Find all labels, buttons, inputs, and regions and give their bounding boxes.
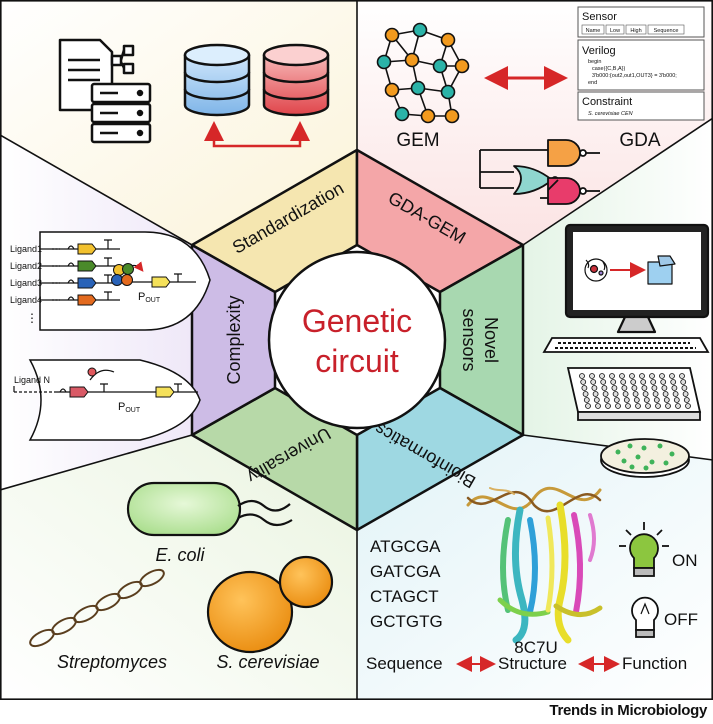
constraint-card-title: Constraint: [582, 96, 632, 108]
journal-name: Trends in Microbiology: [549, 702, 707, 719]
constraint-card: Constraint S. cerevisiae CEN: [577, 91, 705, 121]
ecoli-label: E. coli: [155, 545, 205, 565]
protein-structure-image: [466, 486, 603, 644]
flow-function-label: Function: [622, 654, 687, 673]
sequence-line: CTAGCT: [370, 587, 439, 606]
on-label: ON: [672, 551, 698, 570]
ligand-ellipsis: ⋮: [26, 311, 38, 325]
sensor-card: Sensor Name Low High Sequence: [577, 6, 705, 38]
sequence-line: GCTGTG: [370, 612, 443, 631]
pdb-id-label: 8C7U: [514, 638, 557, 657]
streptomyces-icon: [29, 568, 165, 648]
center-title-line1: Genetic: [302, 303, 412, 339]
logic-gates-icon: [479, 139, 600, 205]
ligand-4-label: Ligand4: [10, 295, 42, 305]
verilog-line: begin: [588, 59, 601, 65]
center-title-line2: circuit: [315, 343, 399, 379]
sequence-line: GATCGA: [370, 562, 441, 581]
sensor-field-high: High: [630, 28, 641, 34]
verilog-line: case({C,B,A}): [592, 66, 625, 72]
verilog-card-title: Verilog: [582, 45, 616, 57]
database-red-icon: [262, 43, 330, 117]
label-sensors: sensors: [459, 308, 479, 371]
flow-structure-label: Structure: [498, 654, 567, 673]
microplate-icon: [566, 367, 702, 421]
keyboard-icon: [542, 337, 710, 353]
lightbulb-off-icon: [631, 596, 659, 638]
streptomyces-label: Streptomyces: [57, 652, 167, 672]
center-node: Genetic circuit: [267, 250, 447, 430]
sequence-line: ATGCGA: [370, 537, 441, 556]
verilog-line: 3'b000:{out2,out1,OUT3} = 3'b000;: [592, 73, 677, 79]
monitor-icon: [564, 223, 710, 334]
pout-label: POUT: [138, 291, 161, 304]
ecoli-icon: [126, 481, 293, 537]
label-complexity: Complexity: [224, 295, 244, 384]
constraint-line: S. cerevisiae CEN: [588, 111, 633, 117]
gem-network-icon: [376, 22, 470, 124]
single-input-gate-diagram: Ligand N POUT: [13, 359, 201, 441]
ligand-1-label: Ligand1: [10, 244, 42, 254]
sequence-block: ATGCGA GATCGA CTAGCT GCTGTG: [370, 537, 443, 631]
lightbulb-on-icon: [619, 522, 669, 577]
database-exchange-arrow: [204, 121, 310, 148]
hexagon-ring: [190, 148, 525, 532]
ligand-3-label: Ligand3: [10, 278, 42, 288]
database-blue-icon: [183, 43, 251, 117]
label-novel: Novel: [481, 317, 501, 363]
off-label: OFF: [664, 610, 698, 629]
sensor-field-name: Name: [586, 28, 601, 34]
multi-input-gate-diagram: Ligand1 Ligand2 Ligand3 Ligand4 ⋮: [10, 231, 211, 331]
sensor-field-sequence: Sequence: [654, 28, 679, 34]
ligand-n-label: Ligand N: [14, 375, 50, 385]
flow-row: Sequence Structure Function: [366, 654, 687, 673]
gda-label: GDA: [619, 130, 661, 151]
petri-dish-icon: [600, 438, 690, 478]
ligand-2-label: Ligand2: [10, 261, 42, 271]
yeast-icon: [206, 555, 334, 654]
pout-label-2: POUT: [118, 401, 141, 414]
scerevisiae-label: S. cerevisiae: [216, 652, 319, 672]
flow-sequence-label: Sequence: [366, 654, 443, 673]
gem-label: GEM: [396, 130, 439, 151]
verilog-line: end: [588, 80, 597, 86]
sensor-card-title: Sensor: [582, 11, 617, 23]
document-database-icon: [58, 38, 152, 144]
sensor-field-low: Low: [610, 28, 620, 34]
verilog-card: Verilog begin case({C,B,A}) 3'b000:{out2…: [577, 39, 705, 91]
footer: Trends in Microbiology: [0, 700, 713, 724]
